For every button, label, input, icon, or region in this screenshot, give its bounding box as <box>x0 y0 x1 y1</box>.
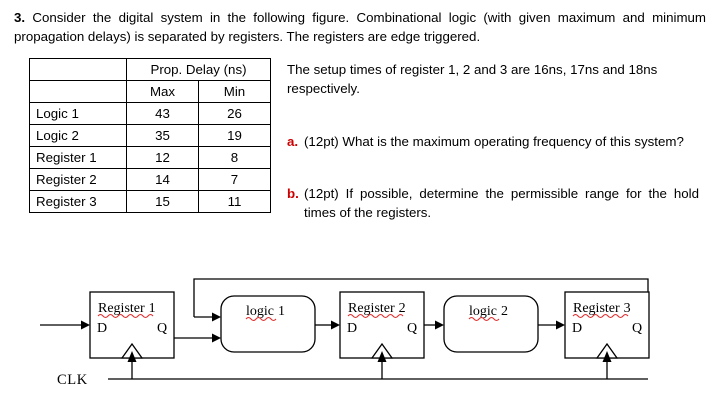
table-cell-max: 43 <box>126 102 199 125</box>
prop-delay-table: Prop. Delay (ns) Max Min Logic 1 43 26 L… <box>29 58 271 213</box>
register-1-q-label: Q <box>157 321 167 336</box>
part-a-marker: a. <box>287 134 299 149</box>
register-1-d-label: D <box>97 321 107 336</box>
logic2-to-reg3-wire <box>538 320 565 330</box>
question-text: Consider the digital system in the follo… <box>14 10 706 44</box>
table-cell-label: Register 3 <box>29 190 127 213</box>
table-row: Logic 2 35 19 <box>29 124 271 147</box>
table-cell-min: 8 <box>198 146 271 169</box>
table-cell-min: 19 <box>198 124 271 147</box>
setup-times-note: The setup times of register 1, 2 and 3 a… <box>287 62 658 96</box>
logic1-to-reg2-wire <box>315 320 340 330</box>
reg1-to-logic1-wire <box>174 333 221 343</box>
table-row: Logic 1 43 26 <box>29 102 271 125</box>
question-paragraph: 3. Consider the digital system in the fo… <box>14 8 706 46</box>
table-cell-label: Register 1 <box>29 146 127 169</box>
table-cell-label: Logic 2 <box>29 124 127 147</box>
register-3-d-label: D <box>572 321 582 336</box>
reg2-to-logic2-wire <box>424 320 444 330</box>
register-2-q-label: Q <box>407 321 417 336</box>
part-b-text: (12pt) If possible, determine the permis… <box>304 186 699 220</box>
table-row-sub-header: Max Min <box>29 80 271 103</box>
question-part-b: b. (12pt) If possible, determine the per… <box>287 184 699 222</box>
table-row: Register 1 12 8 <box>29 146 271 169</box>
register-3-q-label: Q <box>632 321 642 336</box>
table-row: Register 3 15 11 <box>29 190 271 213</box>
table-cell-label: Register 2 <box>29 168 127 191</box>
question-number: 3. <box>14 10 26 25</box>
table-cell-min: 11 <box>198 190 271 213</box>
table-header-max: Max <box>126 80 199 103</box>
table-header-min: Min <box>198 80 271 103</box>
question-part-a: a. (12pt) What is the maximum operating … <box>287 132 699 151</box>
table-row-group-header: Prop. Delay (ns) <box>29 58 271 81</box>
table-cell-min: 26 <box>198 102 271 125</box>
register-2-d-label: D <box>347 321 357 336</box>
table-cell-min: 7 <box>198 168 271 191</box>
clock-wire <box>108 351 648 380</box>
table-cell-label: Logic 1 <box>29 102 127 125</box>
table-cell-max: 35 <box>126 124 199 147</box>
primary-input-wire <box>40 320 90 330</box>
table-cell-max: 14 <box>126 168 199 191</box>
part-b-marker: b. <box>287 186 299 201</box>
table-cell-max: 15 <box>126 190 199 213</box>
table-cell-empty-corner <box>29 58 127 81</box>
table-cell-max: 12 <box>126 146 199 169</box>
table-cell-empty-corner-2 <box>29 80 127 103</box>
table-header-prop-delay: Prop. Delay (ns) <box>126 58 271 81</box>
part-a-text: (12pt) What is the maximum operating fre… <box>304 134 684 149</box>
clk-label: CLK <box>57 372 88 388</box>
table-row: Register 2 14 7 <box>29 168 271 191</box>
